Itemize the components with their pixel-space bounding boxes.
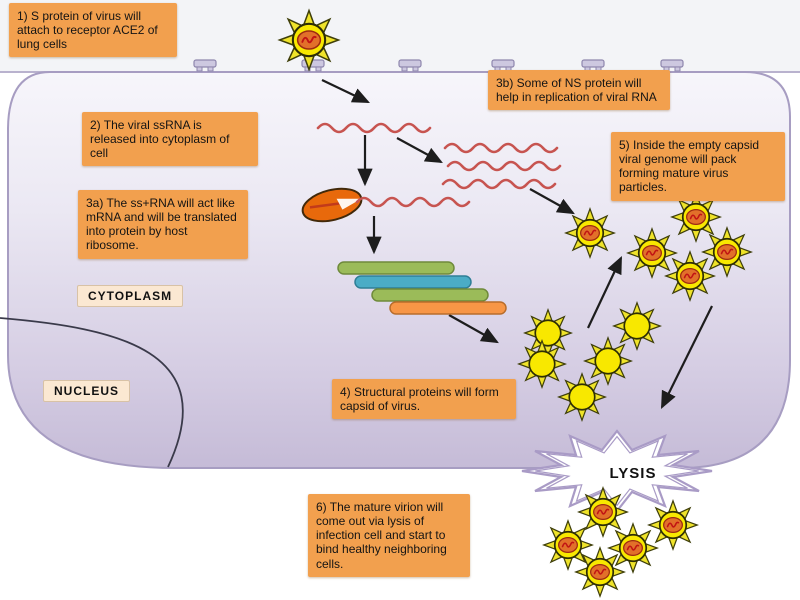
nucleus-outline — [0, 317, 184, 468]
lysis-label: LYSIS — [610, 465, 657, 482]
protein-bar-blue — [354, 275, 472, 289]
virion-icon — [544, 521, 592, 569]
capsid-icon — [517, 339, 567, 389]
capsid-icon — [557, 372, 607, 422]
structural-proteins — [337, 261, 507, 315]
step-box-2: 2) The viral ssRNA is released into cyto… — [82, 112, 258, 167]
step-box-1: 1) S protein of virus will attach to rec… — [9, 3, 177, 58]
step-box-3b: 3b) Some of NS protein will help in repl… — [488, 70, 670, 111]
virion-icon — [579, 488, 627, 536]
virion-icon-attaching — [280, 11, 339, 70]
receptor-icon — [301, 59, 325, 72]
virion-icon — [566, 209, 614, 257]
capsid-icon — [612, 301, 662, 351]
virion-icon — [666, 252, 714, 300]
capsid-icon — [523, 308, 573, 358]
protein-bar-green — [337, 261, 455, 275]
arrow-rna-to-replication — [396, 137, 443, 164]
virion-icon — [609, 524, 657, 572]
receptor-icon — [193, 59, 217, 72]
arrow-virion-to-lysis — [661, 305, 713, 409]
virion-icon — [703, 228, 751, 276]
step-box-6: 6) The mature virion will come out via l… — [308, 494, 470, 577]
step-box-3a: 3a) The ss+RNA will act like mRNA and wi… — [78, 190, 248, 259]
nucleus-label: NUCLEUS — [43, 380, 131, 402]
arrow-proteins-to-capsid — [448, 314, 499, 344]
protein-bar-green — [371, 288, 489, 302]
lysis-burst-icon: LYSIS — [521, 429, 713, 513]
step-box-4: 4) Structural proteins will form capsid … — [332, 379, 516, 420]
arrow-replication-to-virion — [529, 188, 575, 215]
capsid-icon — [583, 336, 633, 386]
step-box-5: 5) Inside the empty capsid viral genome … — [611, 132, 785, 201]
virion-icon — [649, 501, 697, 549]
arrow-capsid-to-virion — [587, 256, 622, 329]
receptor-icon — [398, 59, 422, 72]
ribosome-icon — [301, 187, 363, 223]
protein-bar-orange — [389, 301, 507, 315]
virion-icon — [628, 229, 676, 277]
cytoplasm-label: CYTOPLASM — [77, 285, 184, 307]
virion-icon — [576, 548, 624, 596]
arrow-entry — [321, 79, 370, 103]
